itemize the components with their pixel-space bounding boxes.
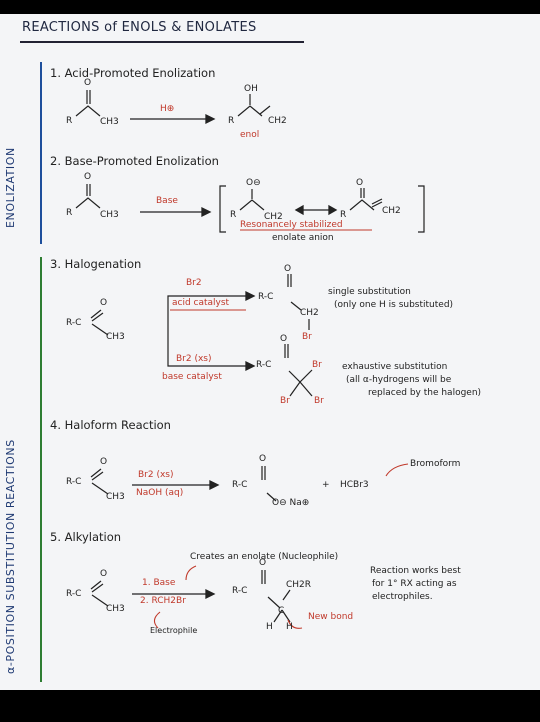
s2-o2: O [356, 178, 364, 188]
bracket-left [219, 185, 226, 233]
s1-ch3: CH3 [100, 117, 119, 127]
structure-drawings [75, 90, 425, 629]
s3-top-note-2: (only one H is substituted) [334, 300, 454, 310]
s3-top-o: O [284, 264, 292, 274]
page-title: REACTIONS of ENOLS & ENOLATES [22, 20, 257, 35]
s2-r: R [66, 208, 73, 218]
s5-rc: R-C [66, 589, 82, 599]
s4-ch3: CH3 [106, 492, 125, 502]
s4-plus: + [322, 480, 330, 490]
electrophile-pointer [153, 611, 161, 629]
s3-branch-bottom [167, 334, 250, 367]
title-underline [20, 41, 304, 43]
s5-ch3: CH3 [106, 604, 125, 614]
new-bond-pointer [287, 619, 303, 629]
s3-bottom-note-3: replaced by the halogen) [368, 388, 482, 398]
s3-bottom-arrowhead [245, 360, 256, 372]
s1-oh: OH [244, 84, 258, 94]
enolate-pointer [185, 565, 197, 581]
s1-product-bonds [237, 105, 263, 117]
s4-reagent: Br2 (xs) [138, 470, 174, 480]
s2-ch3: CH3 [100, 210, 119, 220]
s5-product-rc: R-C [232, 586, 248, 596]
s5-step-1: 1. Base [142, 578, 176, 588]
s3-bottom-br-2: Br [280, 396, 290, 406]
s1-reagent: H⊕ [160, 104, 175, 114]
s3-bottom-reagent: Br2 (xs) [176, 354, 212, 364]
s2-r2: R [230, 210, 237, 220]
s4-product-ona: O⊖ Na⊕ [272, 498, 310, 508]
s4-bromoform-note: Bromoform [410, 459, 461, 469]
s5-heading: 5. Alkylation [50, 530, 122, 544]
s4-condition: NaOH (aq) [136, 488, 184, 498]
s4-heading: 4. Haloform Reaction [50, 418, 171, 432]
s5-right-note-1: Reaction works best [370, 566, 461, 576]
s3-heading: 3. Halogenation [50, 257, 142, 271]
s5-product-c: C [278, 606, 285, 616]
s5-o: O [100, 569, 108, 579]
s5-enolate-note: Creates an enolate (Nucleophile) [190, 552, 339, 562]
substitution-bar [40, 257, 42, 682]
s5-product-h1: H [266, 622, 273, 632]
s1-carbonyl-o: O [84, 78, 92, 88]
s3-bottom-rc: R-C [256, 360, 272, 370]
s3-branch-top [167, 295, 250, 334]
s3-top-note-1: single substitution [328, 287, 411, 297]
s5-product-o: O [259, 558, 267, 568]
s3-bottom-condition: base catalyst [162, 372, 222, 382]
s3-bottom-note-1: exhaustive substitution [342, 362, 448, 372]
s3-top-arrowhead [245, 290, 256, 302]
s3-o: O [100, 298, 108, 308]
s1-ch2: CH2 [268, 116, 287, 126]
s3-top-rc: R-C [258, 292, 274, 302]
s2-heading: 2. Base-Promoted Enolization [50, 154, 219, 168]
s3-bottom-br-1: Br [312, 360, 322, 370]
s5-step-2: 2. RCH2Br [140, 596, 186, 606]
s2-note-1: Resonancely stabilized [240, 220, 343, 230]
s2-carbonyl-o: O [84, 172, 92, 182]
s3-ch3: CH3 [106, 332, 125, 342]
s2-note-2: enolate anion [272, 233, 334, 243]
s5-product-ch2r: CH2R [286, 580, 312, 590]
s3-bottom-br-3: Br [314, 396, 324, 406]
s4-o: O [100, 457, 108, 467]
s3-rc: R-C [66, 318, 82, 328]
s2-ch2b: CH2 [382, 206, 401, 216]
s5-product-h2: H [286, 622, 293, 632]
s3-bottom-note-2: (all α-hydrogens will be [346, 375, 452, 385]
bracket-right [418, 185, 425, 233]
s1-r: R [66, 116, 73, 126]
s2-r3: R [340, 210, 347, 220]
s2-enolate-o: O⊖ [246, 178, 261, 188]
s5-right-note-3: electrophiles. [372, 592, 433, 602]
s2-reactant-bonds [75, 197, 101, 209]
s1-heading: 1. Acid-Promoted Enolization [50, 66, 216, 80]
s1-enol-note: enol [240, 130, 260, 140]
s4-byproduct: HCBr3 [340, 480, 369, 490]
s5-right-note-2: for 1° RX acting as [372, 579, 457, 589]
s3-top-condition: acid catalyst [172, 298, 230, 308]
bromoform-pointer [385, 463, 409, 477]
s2-reagent: Base [156, 196, 178, 206]
s4-rc: R-C [66, 477, 82, 487]
s3-top-br: Br [302, 332, 312, 342]
s1-reactant-bonds [75, 105, 101, 117]
s4-product-o: O [259, 454, 267, 464]
s1-product-r: R [228, 116, 235, 126]
s2-ch2a: CH2 [264, 212, 283, 222]
note-page: REACTIONS of ENOLS & ENOLATES ENOLIZATIO… [0, 14, 540, 690]
s5-electrophile: Electrophile [150, 626, 198, 635]
s3-top-reagent: Br2 [186, 278, 202, 288]
enolization-bar [40, 62, 42, 244]
s4-product-rc: R-C [232, 480, 248, 490]
s3-bottom-o: O [280, 334, 288, 344]
s5-new-bond: New bond [308, 612, 354, 622]
s3-top-ch2: CH2 [300, 308, 319, 318]
